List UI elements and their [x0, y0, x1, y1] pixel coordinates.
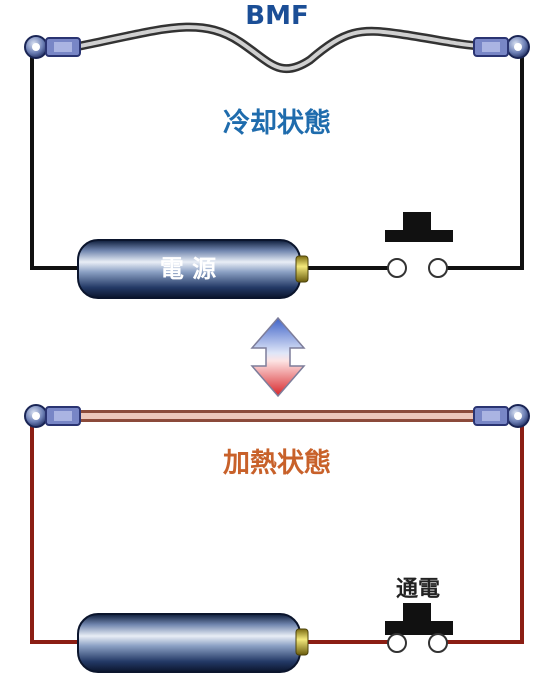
heating-state-label: 加熱状態 — [223, 447, 331, 479]
bmf-label: BMF — [245, 1, 308, 31]
terminal-connector-icon — [473, 404, 530, 428]
push-switch-icon — [385, 603, 453, 653]
terminal-connector-icon — [24, 35, 81, 59]
cooling-wire-left — [30, 48, 80, 270]
double-arrow-icon — [250, 316, 306, 398]
energized-label: 通電 — [396, 577, 440, 602]
bmf-wire-heat — [80, 410, 480, 422]
push-switch-icon — [385, 212, 453, 278]
battery-icon — [77, 239, 309, 299]
heating-wire-right — [440, 416, 524, 644]
cooling-circuit: BMF 冷却状態 電 源 — [24, 1, 530, 299]
terminal-connector-icon — [24, 404, 81, 428]
heating-wire-left — [30, 416, 80, 644]
cooling-wire-right — [440, 48, 524, 270]
heating-circuit: 加熱状態 通電 — [24, 404, 530, 673]
power-source-label: 電 源 — [160, 255, 216, 283]
battery-icon — [77, 613, 309, 673]
cooling-state-label: 冷却状態 — [223, 107, 331, 139]
terminal-connector-icon — [473, 35, 530, 59]
